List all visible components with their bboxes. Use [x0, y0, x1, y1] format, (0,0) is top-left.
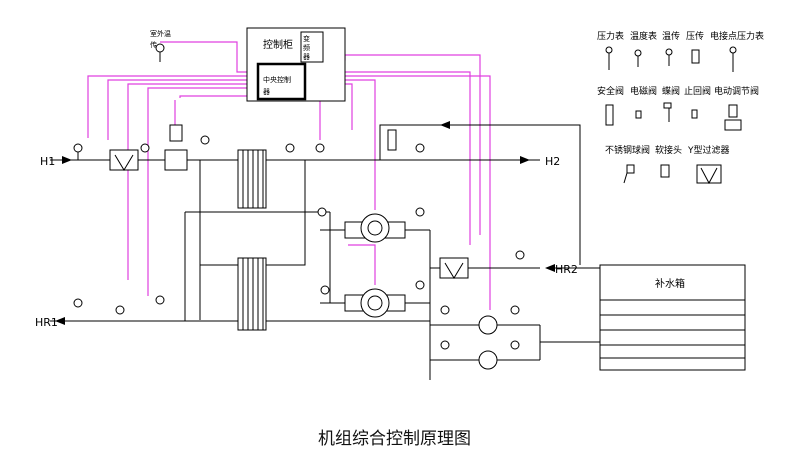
legend-label: 电接点压力表 — [710, 30, 764, 42]
y-strainer — [109, 149, 469, 279]
pressure-sensor-icon — [691, 49, 700, 64]
instruments — [73, 43, 525, 350]
vfd-label: 频 — [303, 43, 310, 52]
h2-label: H2 — [545, 155, 560, 168]
pressure-gauge-icon — [605, 46, 613, 70]
makeup-water-tank — [599, 264, 746, 371]
hr1-label: HR1 — [35, 316, 58, 329]
h1-label: H1 — [40, 155, 55, 168]
butterfly-valve-icon — [663, 102, 672, 122]
motorized-valve-icon — [724, 104, 742, 131]
legend-label: 电动调节阀 — [714, 85, 759, 97]
legend-label: 压传 — [686, 30, 704, 42]
heat-exchanger-1 — [237, 149, 267, 209]
legend-label: 止回阀 — [684, 85, 711, 97]
legend-label: 温传 — [662, 30, 680, 42]
pump-3 — [478, 315, 498, 335]
y-strainer-icon — [696, 164, 722, 185]
outdoor-sensor-label: 传 — [150, 40, 157, 49]
check-valve-icon — [691, 109, 698, 119]
legend: 压力表 温度表 温传 压传 电接点压力表 安全阀 电磁阀 蝶阀 止回阀 电动调节… — [597, 30, 764, 185]
legend-label: 电磁阀 — [630, 85, 657, 97]
cabinet-label: 控制柜 — [263, 38, 293, 51]
hr2-label: HR2 — [555, 263, 578, 276]
legend-label: 软接头 — [655, 144, 682, 156]
outdoor-sensor-label: 室外温 — [150, 29, 171, 38]
tank-label: 补水箱 — [655, 277, 685, 290]
control-cabinet: 控制柜 变 频 器 中央控制 器 — [246, 27, 346, 102]
vfd-label: 器 — [303, 53, 310, 61]
contact-pressure-gauge-icon — [729, 46, 737, 72]
arrow-hr1-out — [55, 317, 65, 325]
legend-label: 不锈钢球阀 — [605, 144, 650, 156]
legend-label: 温度表 — [630, 30, 657, 42]
legend-label: 安全阀 — [597, 85, 624, 97]
safety-valve-icon — [605, 104, 614, 126]
pumps — [344, 213, 498, 370]
arrow-h1-in — [62, 156, 72, 164]
vfd-label: 变 — [303, 34, 310, 43]
controller-label: 中央控制 — [263, 75, 291, 84]
diagram-title: 机组综合控制原理图 — [318, 429, 471, 449]
vfd — [300, 31, 324, 63]
ball-valve-icon — [623, 164, 635, 184]
pump-4 — [478, 350, 498, 370]
arrow-hr2-in — [545, 264, 555, 272]
legend-label: Y型过滤器 — [687, 144, 730, 156]
legend-label: 压力表 — [597, 30, 624, 42]
central-controller — [256, 62, 307, 101]
legend-label: 蝶阀 — [662, 85, 680, 97]
controller-label: 器 — [263, 88, 270, 96]
temperature-sensor-icon — [665, 48, 673, 66]
flexible-joint-icon — [660, 164, 670, 178]
solenoid-valve-icon — [635, 110, 642, 119]
motorized-valve — [164, 124, 188, 171]
flow-arrows — [55, 121, 555, 325]
arrow-h2-out — [520, 156, 530, 164]
heat-exchanger-2 — [237, 257, 267, 331]
thermometer-icon — [634, 49, 642, 67]
arrow-return — [440, 121, 450, 129]
